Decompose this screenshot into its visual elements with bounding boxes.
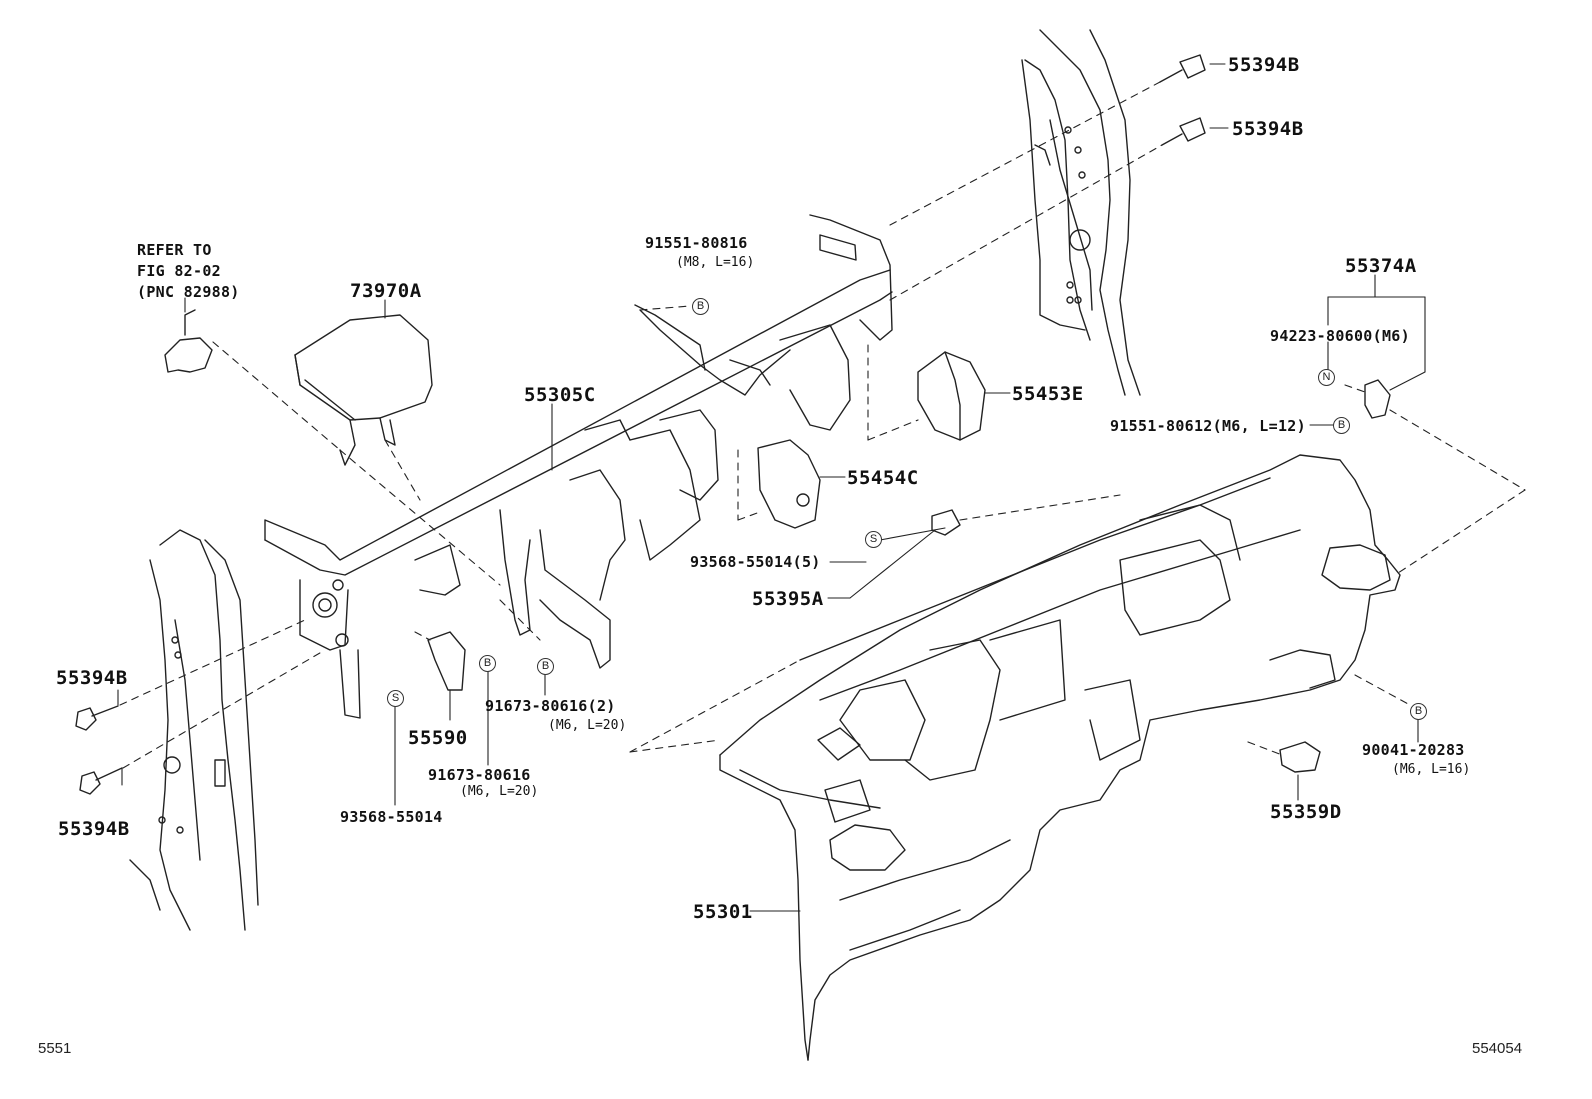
part-label-90041-20283[interactable]: 90041-20283 <box>1362 741 1465 759</box>
callout-s-circle: S <box>865 531 882 548</box>
right-pillar-drawing <box>1021 29 1141 396</box>
spec-90041-20283: (M6, L=16) <box>1392 762 1471 777</box>
part-label-91551-80816[interactable]: 91551-80816 <box>645 234 748 252</box>
dashed-assembly-lines <box>119 81 1526 769</box>
part-label-93568-55014-5[interactable]: 93568-55014(5) <box>690 553 821 571</box>
part-label-55394B-left2[interactable]: 55394B <box>58 818 130 840</box>
part-label-55454C[interactable]: 55454C <box>847 467 919 489</box>
part-label-91551-80612[interactable]: 91551-80612(M6, L=12) <box>1110 417 1306 435</box>
part-label-55394B-top1[interactable]: 55394B <box>1228 54 1300 76</box>
part-label-55590[interactable]: 55590 <box>408 727 468 749</box>
callout-b-circle: B <box>1410 703 1427 720</box>
part-label-55395A[interactable]: 55395A <box>752 588 824 610</box>
refer-note-line3[interactable]: (PNC 82988) <box>137 283 240 301</box>
spec-91673-80616: (M6, L=20) <box>460 784 539 799</box>
leader-lines <box>117 63 1426 912</box>
part-label-93568-55014[interactable]: 93568-55014 <box>340 808 443 826</box>
part-label-55301[interactable]: 55301 <box>693 901 753 923</box>
callout-b-circle: B <box>692 298 709 315</box>
part-label-73970A[interactable]: 73970A <box>350 280 422 302</box>
part-label-55374A[interactable]: 55374A <box>1345 255 1417 277</box>
duct-covers-drawing <box>757 351 986 529</box>
spec-91551-80816: (M8, L=16) <box>676 255 755 270</box>
part-label-55394B-top2[interactable]: 55394B <box>1232 118 1304 140</box>
callout-b-circle: B <box>479 655 496 672</box>
instrument-panel-drawing <box>719 454 1401 1061</box>
refer-note-line2: FIG 82-02 <box>137 262 221 280</box>
part-label-55394B-left1[interactable]: 55394B <box>56 667 128 689</box>
small-parts-drawing <box>75 54 1391 795</box>
footer-left-code: 5551 <box>38 1040 72 1057</box>
spec-91673-80616-2: (M6, L=20) <box>548 718 627 733</box>
part-label-91673-80616[interactable]: 91673-80616 <box>428 766 531 784</box>
refer-note-line1: REFER TO <box>137 241 212 259</box>
part-label-55305C[interactable]: 55305C <box>524 384 596 406</box>
callout-s-circle: S <box>387 690 404 707</box>
part-label-55453E[interactable]: 55453E <box>1012 383 1084 405</box>
part-label-91673-80616-2[interactable]: 91673-80616(2) <box>485 697 616 715</box>
left-pillar-drawing <box>129 529 259 931</box>
part-label-55359D[interactable]: 55359D <box>1270 801 1342 823</box>
part-label-94223-80600[interactable]: 94223-80600(M6) <box>1270 327 1410 345</box>
airbag-module-drawing <box>294 314 433 466</box>
footer-right-code: 554054 <box>1472 1040 1523 1057</box>
callout-b-circle: B <box>1333 417 1350 434</box>
callout-b-circle: B <box>537 658 554 675</box>
callout-n-circle: N <box>1318 369 1335 386</box>
